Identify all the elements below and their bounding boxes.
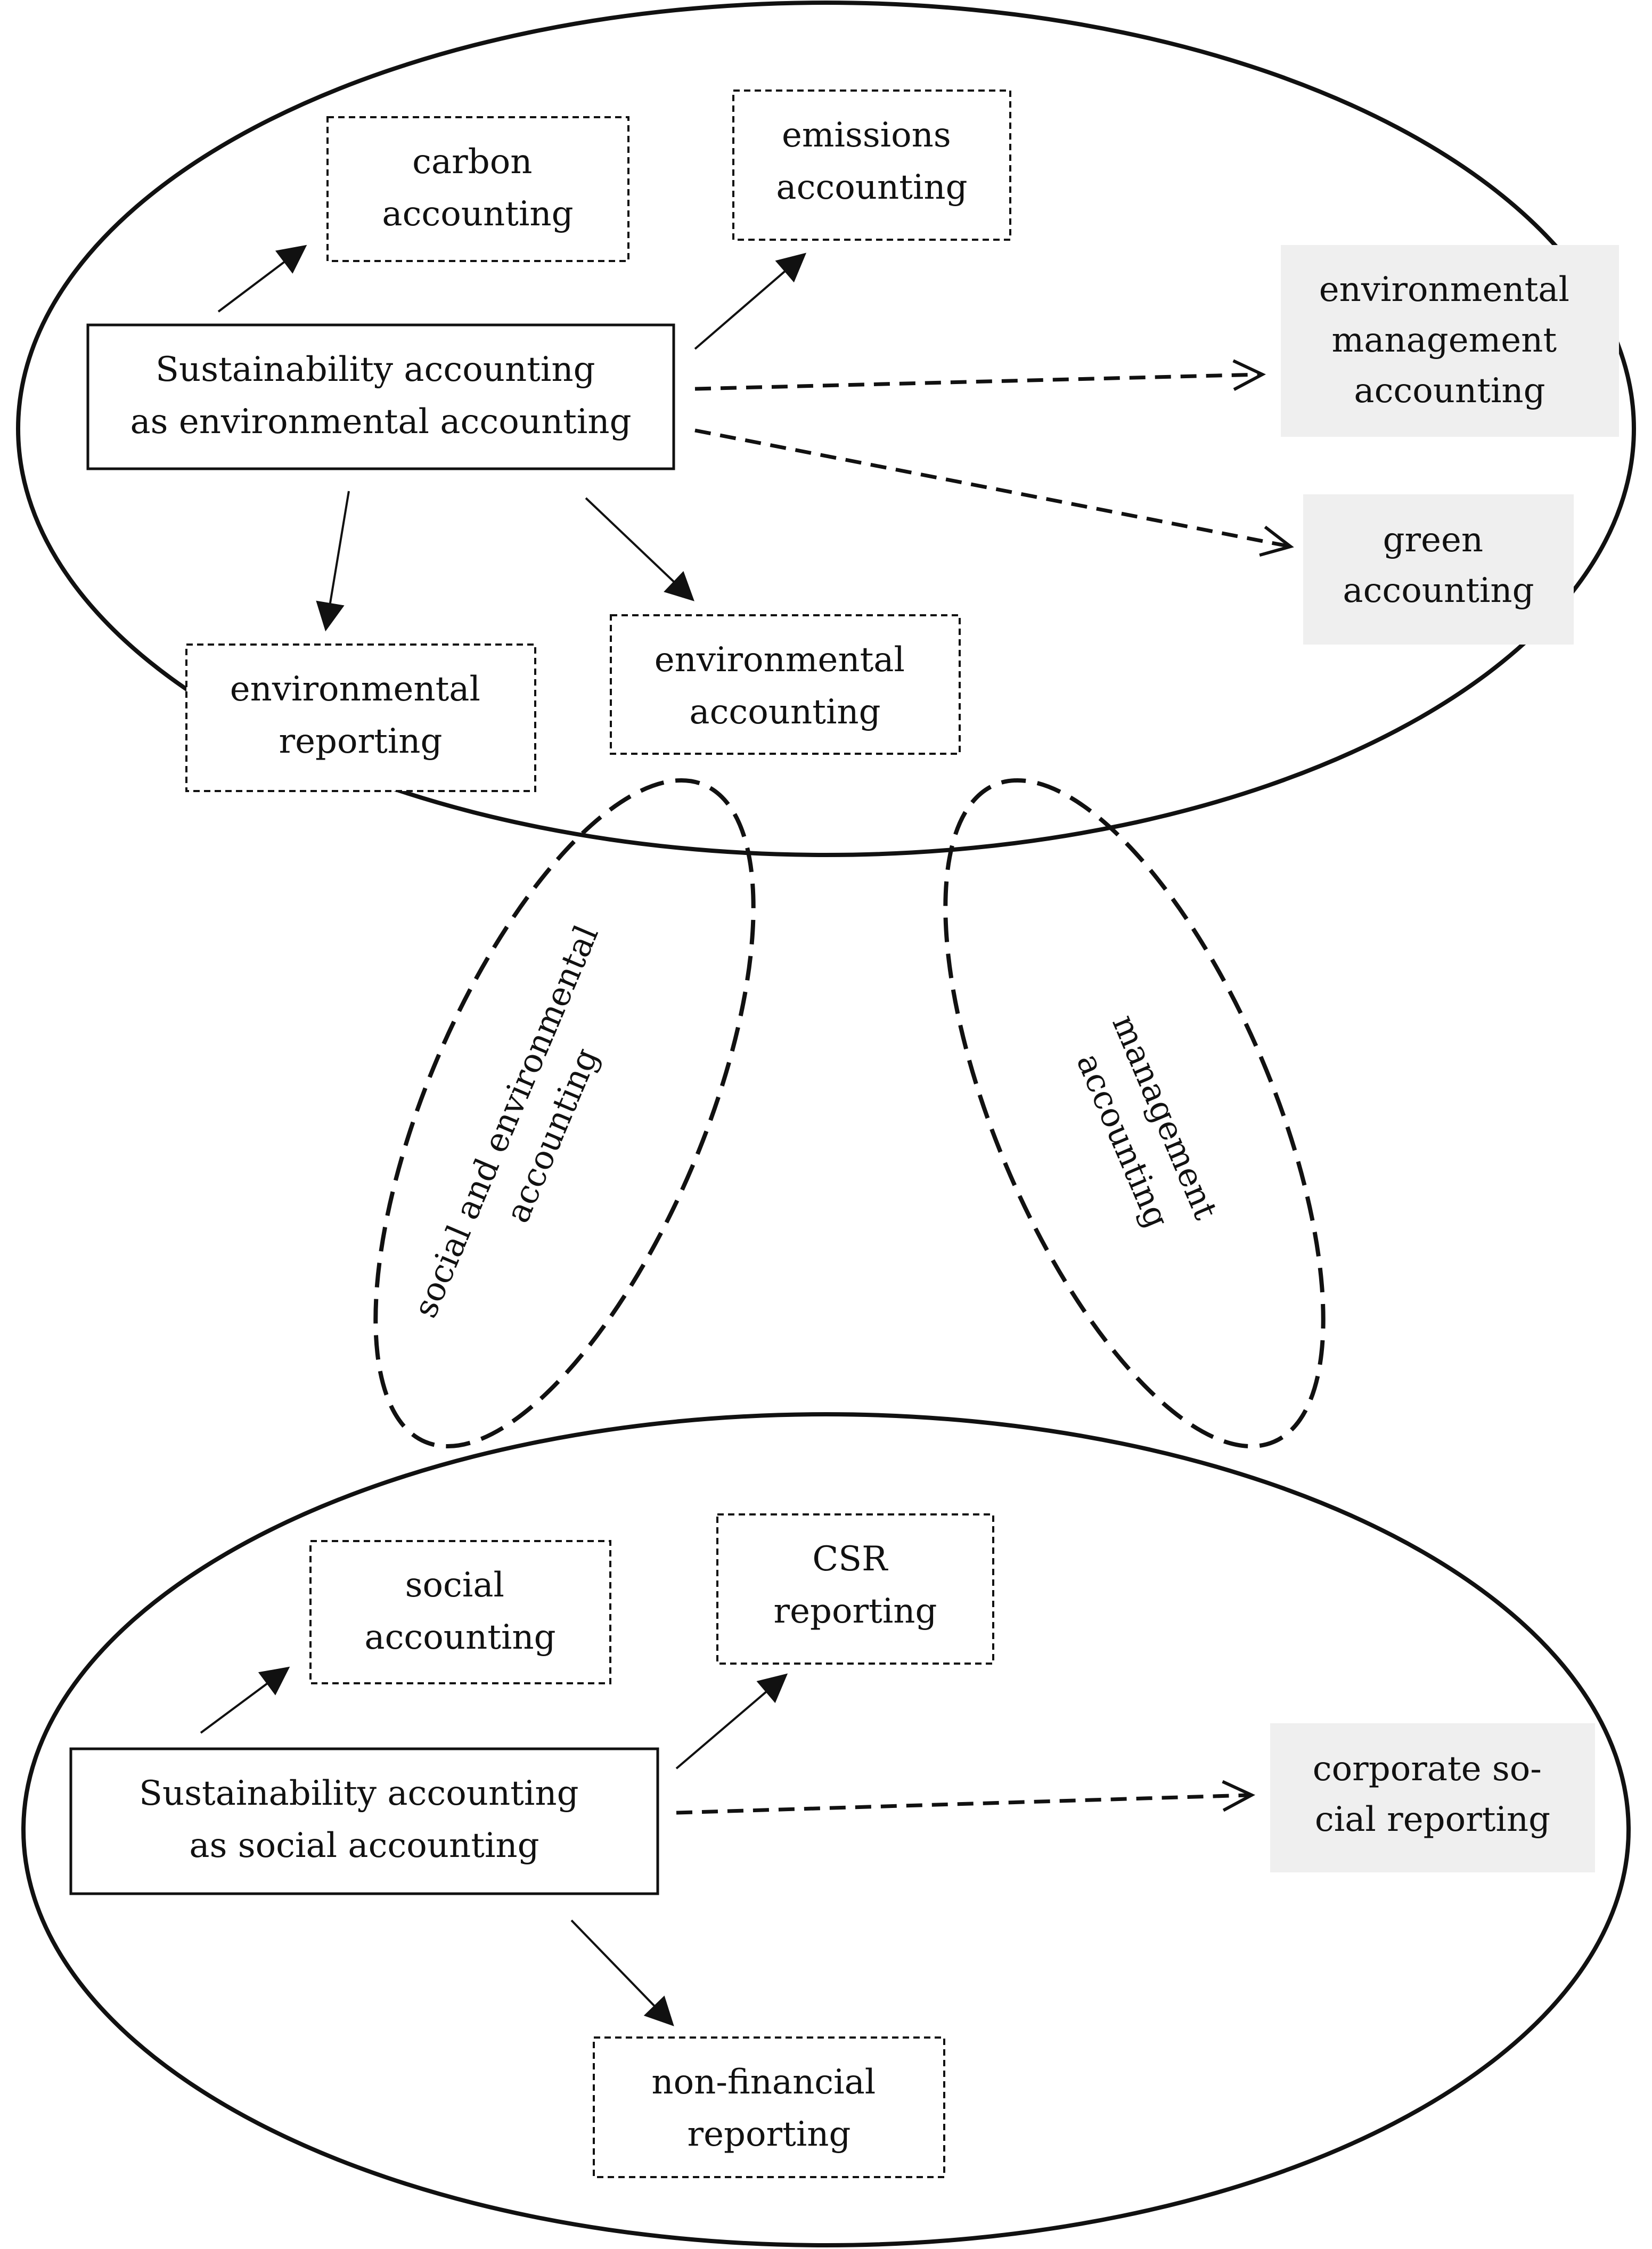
env-reporting-box: environmental reporting (185, 643, 536, 792)
svg-text:social accounting: social accounting (364, 1566, 555, 1657)
emissions-line-2: accounting (776, 168, 967, 207)
svg-text:corporate so- cial repor: corporate so- cial reporting (1313, 1749, 1553, 1839)
env-mgmt-line-1: environmental (1319, 270, 1569, 309)
env-accounting-line-2: accounting (689, 692, 880, 732)
arrow-to-social (200, 1666, 290, 1734)
carbon-accounting-box: carbon accounting (326, 116, 629, 262)
svg-text:environmental management: environmental management accounting (1319, 270, 1581, 411)
top-center-line-1: Sustainability accounting (156, 350, 595, 389)
env-mgmt-line-3: accounting (1354, 371, 1545, 411)
social-line-1: social (405, 1566, 504, 1605)
svg-text:carbon accounting: carbon accounting (382, 142, 573, 234)
corporate-social-reporting-box: corporate so- cial reporting (1270, 1723, 1595, 1872)
bridge-left-label: social and environmental accounting (405, 910, 654, 1342)
carbon-line-2: accounting (382, 194, 573, 234)
arrow-to-corporate (676, 1780, 1256, 1815)
csr-line-1: CSR (812, 1539, 888, 1579)
bridge-right-label: management accounting (1060, 1009, 1230, 1253)
csr-reporting-box: CSR reporting (716, 1513, 994, 1665)
env-reporting-line-1: environmental (230, 670, 480, 709)
svg-text:environmental accounting: environmental accounting (655, 640, 916, 732)
top-center-line-2: as environmental accounting (130, 402, 631, 442)
arrow-to-csr (675, 1673, 788, 1770)
green-line-2: accounting (1343, 571, 1534, 610)
arrow-to-carbon (217, 245, 307, 313)
non-financial-reporting-box: non-financial reporting (593, 2036, 945, 2178)
env-management-accounting-box: environmental management accounting (1281, 245, 1619, 437)
arrow-to-non-financial (570, 1919, 674, 2026)
emissions-accounting-box: emissions accounting (732, 89, 1011, 241)
carbon-line-1: carbon (412, 142, 532, 182)
green-line-1: green (1383, 520, 1484, 560)
svg-text:environmental reporting: environmental reporting (230, 670, 492, 761)
top-center-box: Sustainability accounting as environment… (86, 323, 675, 470)
top-group-ellipse (16, 1, 1636, 857)
nonfinancial-line-1: non-financial (651, 2063, 876, 2102)
bottom-group-ellipse (21, 1412, 1631, 2247)
svg-text:CSR reporting: CSR reporting (774, 1539, 937, 1631)
corporate-line-1: corporate so- (1313, 1749, 1542, 1789)
svg-text:green accounting: green accounting (1343, 520, 1534, 610)
bridge-left-ellipse (373, 778, 756, 1449)
env-accounting-line-1: environmental (655, 640, 905, 680)
arrow-to-env-mgmt (694, 359, 1266, 391)
bottom-center-line-1: Sustainability accounting (139, 1774, 578, 1813)
bridge-right-ellipse (943, 778, 1326, 1449)
env-accounting-box: environmental accounting (610, 614, 961, 755)
social-line-2: accounting (364, 1618, 555, 1657)
svg-text:emissions accounting: emissions accounting (776, 116, 967, 207)
arrow-to-emissions (694, 252, 807, 350)
nonfinancial-line-2: reporting (688, 2115, 851, 2154)
svg-text:Sustainability accounting: Sustainability accounting as environment… (130, 350, 631, 442)
corporate-line-2: cial reporting (1315, 1800, 1550, 1839)
csr-line-2: reporting (774, 1592, 937, 1631)
social-accounting-box: social accounting (309, 1540, 611, 1684)
green-accounting-box: green accounting (1303, 494, 1574, 645)
svg-text:non-financial reporting: non-financial reporting (651, 2063, 886, 2154)
svg-text:Sustainability accounting: Sustainability accounting as social acco… (139, 1774, 590, 1865)
bottom-center-box: Sustainability accounting as social acco… (69, 1747, 659, 1895)
env-reporting-line-2: reporting (279, 722, 443, 761)
emissions-line-1: emissions (782, 116, 951, 155)
arrow-to-env-reporting (316, 491, 350, 632)
arrow-to-env-accounting (585, 497, 694, 601)
bottom-center-line-2: as social accounting (189, 1826, 539, 1865)
arrow-to-green (694, 428, 1294, 557)
env-mgmt-line-2: management (1332, 321, 1557, 360)
